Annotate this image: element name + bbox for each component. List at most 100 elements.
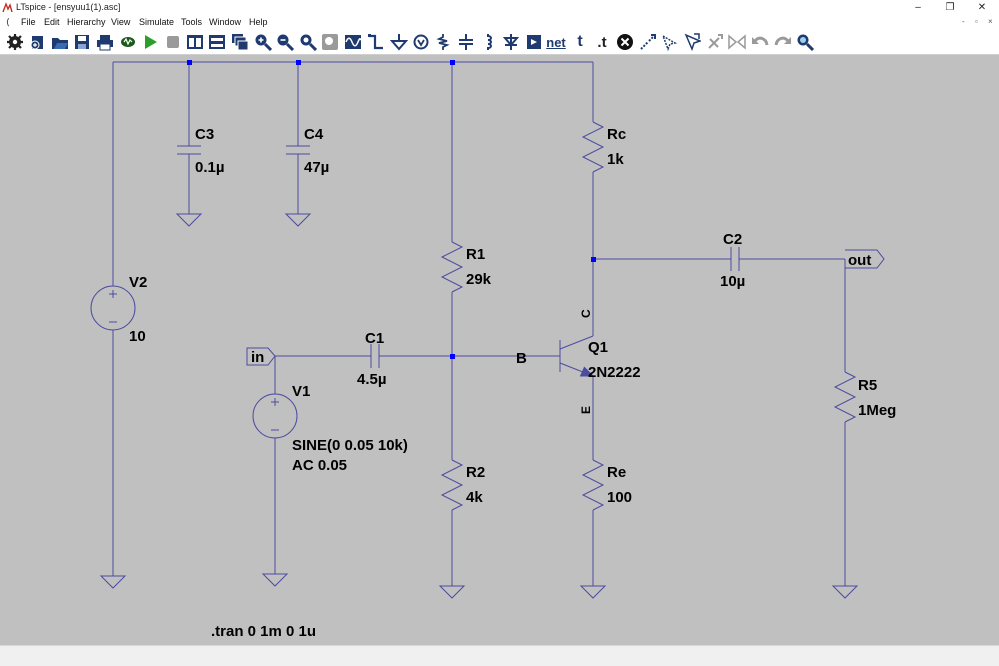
menu-file[interactable]: File [21,17,36,27]
gear-icon[interactable] [5,32,25,52]
capacitor-icon[interactable] [456,32,476,52]
c2-label: C2 [723,231,742,248]
ground-icon[interactable] [389,32,409,52]
text-button[interactable]: t [570,32,590,52]
ground-symbol[interactable] [438,585,466,599]
zoom-full-icon[interactable] [320,32,340,52]
save-icon[interactable] [72,32,92,52]
move-icon[interactable] [660,32,680,52]
r2-resistor[interactable] [440,459,464,511]
menu-bar: ⟨ File Edit Hierarchy View Simulate Tool… [0,15,999,29]
menu-simulate[interactable]: Simulate [139,17,175,27]
q1-label: Q1 [588,339,608,356]
menu-view[interactable]: View [111,17,131,27]
undo-icon[interactable] [750,32,770,52]
net-label-button[interactable]: net [545,32,567,52]
menu-tools[interactable]: Tools [181,17,203,27]
diode-icon[interactable] [501,32,521,52]
open-icon[interactable] [50,32,70,52]
re-label: Re [607,464,626,481]
control-panel-icon[interactable] [118,32,138,52]
close-button[interactable]: ✕ [977,2,987,13]
resistor-icon[interactable] [433,32,453,52]
maximize-button[interactable]: ❐ [945,2,955,13]
v2-value: 10 [129,328,146,345]
c3-label: C3 [195,126,214,143]
window-title: LTspice - [ensyuu1(1).asc] [16,2,121,12]
out-port-flag[interactable] [845,249,885,269]
ground-symbol[interactable] [261,573,289,587]
schematic-canvas[interactable]: C3 0.1µ C4 47µ Rc 1k R1 29k C2 10µ V2 10… [0,55,999,645]
v1-voltage-source[interactable] [252,393,298,439]
schematic-drawing[interactable]: C3 0.1µ C4 47µ Rc 1k R1 29k C2 10µ V2 10… [0,55,999,645]
ground-symbol[interactable] [284,213,312,227]
spice-directive-button[interactable]: .t [592,32,612,52]
text-button-label: t [577,33,583,50]
new-schematic-icon[interactable] [28,32,48,52]
wire-icon[interactable] [366,32,386,52]
r5-resistor[interactable] [833,371,857,423]
junction-dot [591,257,596,262]
mdi-minimize-button[interactable]: - [962,17,965,26]
c2-capacitor[interactable] [730,247,740,271]
redo-icon[interactable] [773,32,793,52]
ground-symbol[interactable] [175,213,203,227]
ltspice-app-icon [2,2,13,13]
c4-value: 47µ [304,159,329,176]
r2-value: 4k [466,489,483,506]
v1-value-ac: AC 0.05 [292,457,347,474]
c4-capacitor[interactable] [286,145,310,155]
spice-directive-text[interactable]: .tran 0 1m 0 1u [211,623,316,640]
mdi-close-button[interactable]: × [988,17,993,26]
q1-transistor[interactable] [559,335,595,377]
junction-dot [450,354,455,359]
mirror-icon[interactable] [727,32,747,52]
waveform-icon[interactable] [343,32,363,52]
v2-label: V2 [129,274,147,291]
v2-voltage-source[interactable] [90,285,136,331]
tile-vertical-icon[interactable] [185,32,205,52]
drag-icon[interactable] [682,32,702,52]
wires[interactable] [112,61,846,586]
zoom-in-icon[interactable] [253,32,273,52]
c1-capacitor[interactable] [370,344,380,368]
tile-horizontal-icon[interactable] [207,32,227,52]
spice-directive-label: .t [597,33,607,51]
menu-edit[interactable]: Edit [44,17,60,27]
c3-capacitor[interactable] [177,145,201,155]
c2-value: 10µ [720,273,745,290]
zoom-out-icon[interactable] [275,32,295,52]
print-icon[interactable] [95,32,115,52]
ground-symbol[interactable] [831,585,859,599]
component-icon[interactable] [524,32,544,52]
r1-resistor[interactable] [440,241,464,293]
menu-help[interactable]: Help [249,17,268,27]
c4-label: C4 [304,126,324,143]
q1-pin-e: E [579,406,593,414]
r5-value: 1Meg [858,402,896,419]
v1-value: SINE(0 0.05 10k) [292,437,408,454]
menu-hierarchy[interactable]: Hierarchy [67,17,106,27]
find-icon[interactable] [795,32,815,52]
re-resistor[interactable] [581,459,605,511]
menu-window[interactable]: Window [209,17,242,27]
ground-symbol[interactable] [579,585,607,599]
ground-symbol[interactable] [99,575,127,589]
cascade-icon[interactable] [230,32,250,52]
mdi-restore-button[interactable]: ▫ [975,17,978,26]
voltage-source-icon[interactable] [411,32,431,52]
q1-value: 2N2222 [588,364,641,381]
rc-label: Rc [607,126,626,143]
minimize-button[interactable]: – [915,2,921,13]
copy-icon[interactable] [638,32,658,52]
r5-label: R5 [858,377,877,394]
run-icon[interactable] [140,32,160,52]
halt-icon[interactable] [163,32,183,52]
inductor-icon[interactable] [479,32,499,52]
delete-icon[interactable] [615,32,635,52]
zoom-fit-icon[interactable] [298,32,318,52]
in-port-flag[interactable] [246,347,276,366]
back-arrow-icon[interactable]: ⟨ [6,17,10,27]
rc-resistor[interactable] [581,121,605,173]
rotate-icon[interactable] [705,32,725,52]
